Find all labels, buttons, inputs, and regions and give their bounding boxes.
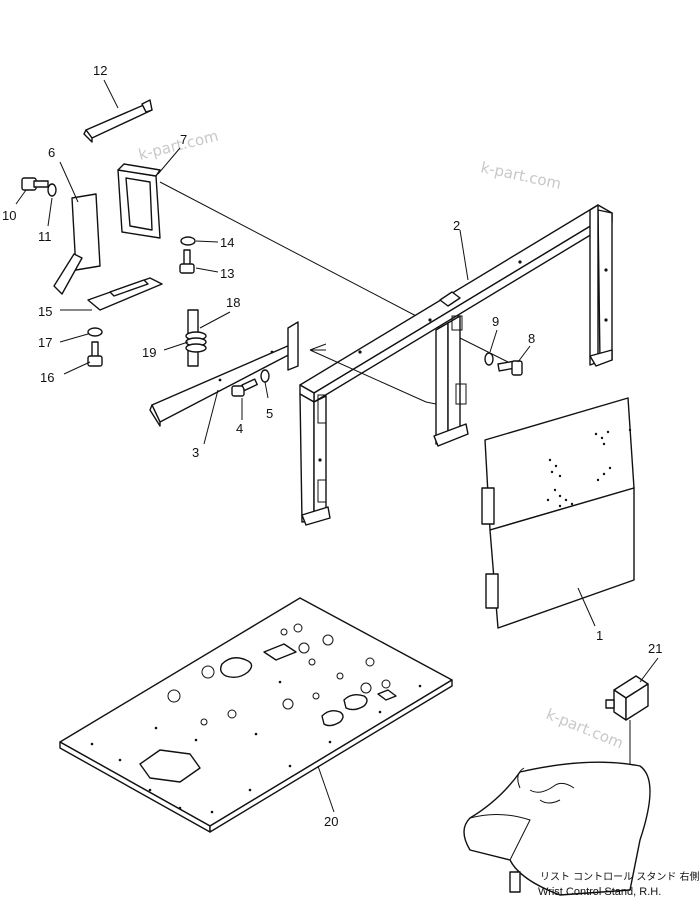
callout-2: 2 [453, 218, 460, 233]
bracket-6 [53, 193, 101, 295]
washer-9 [484, 352, 494, 366]
floor-plate [59, 597, 453, 833]
leader-17 [59, 333, 89, 343]
callout-5: 5 [266, 406, 273, 421]
callout-4: 4 [236, 421, 243, 436]
callout-9: 9 [492, 314, 499, 329]
callout-19: 19 [142, 345, 156, 360]
callout-13: 13 [220, 266, 234, 281]
callout-20: 20 [324, 814, 338, 829]
watermark-1: k-part.com [137, 127, 221, 164]
washer-11 [47, 183, 57, 197]
washer-5 [260, 369, 270, 383]
guide-line-7-2 [159, 181, 421, 319]
callout-8: 8 [528, 331, 535, 346]
callout-18: 18 [226, 295, 240, 310]
leader-8 [517, 345, 531, 363]
leader-13 [195, 267, 219, 273]
clamp-18 [185, 309, 207, 367]
callout-6: 6 [48, 145, 55, 160]
leader-12 [103, 79, 119, 109]
callout-1: 1 [596, 628, 603, 643]
panel-hole-pattern [546, 428, 632, 508]
cover-panel [481, 397, 635, 629]
callout-7: 7 [180, 132, 187, 147]
leader-14 [195, 240, 219, 243]
callout-14: 14 [220, 235, 234, 250]
leader-7 [157, 147, 181, 175]
bolt-13 [179, 249, 195, 274]
callout-16: 16 [40, 370, 54, 385]
main-frame [299, 204, 613, 526]
callout-17: 17 [38, 335, 52, 350]
leader-19 [163, 341, 189, 351]
caption-en: Wrist Control Stand, R.H. [538, 886, 661, 898]
leader-11 [47, 197, 53, 227]
watermark-2: k-part.com [479, 158, 563, 193]
leader-5 [264, 381, 269, 399]
long-plate [149, 321, 299, 427]
caption-jp: リスト コントロール スタンド 右側 [540, 870, 700, 883]
bolt-10 [21, 177, 49, 191]
bolt-4 [231, 378, 258, 397]
leader-6 [59, 161, 79, 203]
leader-9 [489, 329, 498, 353]
callout-15: 15 [38, 304, 52, 319]
leader-20 [317, 765, 335, 813]
floor-plate-holes [90, 623, 422, 814]
callout-10: 10 [2, 208, 16, 223]
callout-12: 12 [93, 63, 107, 78]
leader-18 [199, 311, 231, 329]
plate-15 [87, 277, 163, 311]
leader-10 [15, 189, 27, 205]
leader-16 [63, 361, 91, 375]
washer-17 [87, 327, 103, 337]
bracket-7 [117, 163, 161, 239]
leader-3 [203, 389, 219, 445]
switch-box-21 [605, 675, 649, 721]
callout-11: 11 [38, 229, 52, 244]
callout-3: 3 [192, 445, 199, 460]
callout-21: 21 [648, 641, 662, 656]
leader-21 [639, 657, 659, 683]
wrist-control-stand [463, 720, 651, 896]
washer-14 [180, 236, 196, 246]
leader-2 [459, 229, 469, 281]
bolt-16 [87, 341, 103, 367]
bolt-8 [497, 360, 523, 376]
leader-1 [577, 587, 596, 627]
top-bracket [83, 99, 153, 143]
